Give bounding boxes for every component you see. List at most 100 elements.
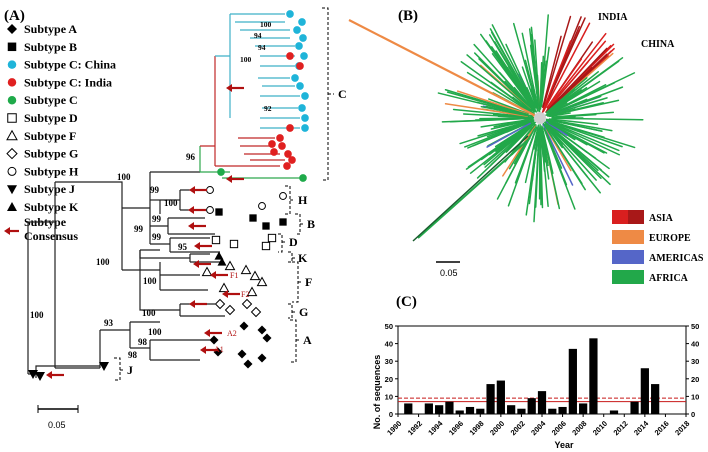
filled-diamond-icon xyxy=(257,325,267,335)
consensus-arrow-icon xyxy=(46,371,64,379)
bootstrap-value: 100 xyxy=(142,308,156,318)
legend-label: Subtype K xyxy=(24,200,79,214)
radial-branch xyxy=(512,22,538,108)
tree-branch xyxy=(139,250,220,263)
radial-branch xyxy=(465,124,530,170)
radial-branch xyxy=(546,58,583,108)
radial-branch xyxy=(548,118,599,125)
bracket-a xyxy=(290,319,300,363)
cyan-circle-icon xyxy=(296,82,304,90)
radial-branch xyxy=(543,127,576,210)
bar xyxy=(548,408,557,414)
tree-branch xyxy=(54,182,100,369)
consensus-tag-f2: F2 xyxy=(241,290,249,299)
bar xyxy=(568,348,577,414)
open-circle-icon xyxy=(206,186,214,194)
bootstrap-value: 99 xyxy=(152,232,162,242)
filled-diamond-icon xyxy=(239,321,249,331)
red-circle-icon xyxy=(286,52,294,60)
green-circle-icon xyxy=(299,174,307,182)
tree-branch xyxy=(99,321,210,368)
bootstrap-values: 100 94 94 100 92 96 100 99 100 99 99 99 … xyxy=(30,20,272,360)
green-circle-icon xyxy=(217,168,225,176)
legend-label: Subtype J xyxy=(24,182,75,196)
clade-c-branches xyxy=(199,13,300,179)
x-tick-label: 2018 xyxy=(673,419,691,437)
radial-branch xyxy=(492,121,536,156)
bar xyxy=(579,403,588,414)
clade-label-d: D xyxy=(289,235,298,249)
clade-label-h: H xyxy=(298,193,308,207)
bar xyxy=(609,410,619,414)
bootstrap-value: 94 xyxy=(254,31,262,40)
open-diamond-icon xyxy=(214,298,226,310)
x-tick-label: 1990 xyxy=(385,419,403,437)
radial-branch xyxy=(486,122,531,148)
radial-branch xyxy=(473,43,534,112)
y-tick-label-right: 0 xyxy=(691,410,695,419)
region-label: AFRICA xyxy=(649,273,689,284)
radial-branch xyxy=(544,121,602,171)
bar xyxy=(537,391,547,414)
clade-label-j: J xyxy=(127,363,133,377)
radial-branch xyxy=(545,123,597,181)
radial-branch xyxy=(534,129,541,208)
filled-down-triangle-icon xyxy=(7,185,17,195)
open-square-icon xyxy=(267,233,277,243)
x-tick-label: 1998 xyxy=(467,419,485,437)
cyan-branch xyxy=(215,14,231,118)
red-circle-icon xyxy=(288,156,296,164)
radial-branch xyxy=(547,125,602,180)
long-branch xyxy=(348,19,541,119)
cyan-circle-icon xyxy=(295,42,303,50)
open-circle-icon xyxy=(279,192,287,200)
cyan-leaves xyxy=(230,13,300,129)
bar xyxy=(517,408,526,414)
legend-label: Subtype C xyxy=(24,93,78,107)
bar xyxy=(424,403,433,414)
bracket-f xyxy=(292,261,302,303)
filled-diamond-icon xyxy=(237,349,247,359)
bar xyxy=(640,368,649,414)
y-tick-label: 50 xyxy=(385,322,393,331)
radial-branch xyxy=(544,129,563,169)
radial-branch xyxy=(485,40,537,113)
radial-branch xyxy=(497,115,535,119)
x-tick-label: 1994 xyxy=(426,418,445,437)
bootstrap-value: 95 xyxy=(178,242,188,252)
filled-up-triangle-icon xyxy=(214,251,224,260)
red-circle-icon xyxy=(7,78,17,87)
cyan-circle-icon xyxy=(301,114,309,122)
consensus-tag-a2: A2 xyxy=(227,329,237,338)
radial-branch xyxy=(545,127,583,185)
y-tick-label-right: 10 xyxy=(691,392,699,401)
red-circle-icon xyxy=(270,148,278,156)
clade-label-a: A xyxy=(303,333,312,347)
bar xyxy=(404,403,413,414)
bracket-c xyxy=(322,7,334,181)
country-label-india: INDIA xyxy=(598,12,628,23)
scale-bar-b: 0.05 xyxy=(436,261,460,278)
radial-branch xyxy=(446,91,528,116)
bracket-j xyxy=(114,357,124,381)
region-label: ASIA xyxy=(649,213,674,224)
open-square-icon xyxy=(229,239,239,249)
bootstrap-value: 96 xyxy=(186,152,196,162)
bootstrap-value: 100 xyxy=(260,20,272,29)
clade-label-f: F xyxy=(305,275,312,289)
bracket-k xyxy=(288,251,296,263)
radial-branch xyxy=(551,108,576,116)
consensus-tags: F1 F2 A2 A1 xyxy=(214,271,249,354)
scale-bar-a: 0.05 xyxy=(37,405,79,430)
legend-label: Subtype H xyxy=(24,164,79,178)
radial-branch xyxy=(547,60,620,113)
y-tick-label: 40 xyxy=(385,340,393,349)
radial-branch xyxy=(476,101,533,117)
cyan-circle-icon xyxy=(298,18,306,26)
cyan-circle-icon xyxy=(298,104,306,112)
bar xyxy=(630,401,639,414)
cyan-circle-icon xyxy=(300,52,308,60)
y-tick-label-right: 20 xyxy=(691,375,699,384)
red-arrow-icon xyxy=(4,227,19,235)
clade-label-g: G xyxy=(299,305,308,319)
